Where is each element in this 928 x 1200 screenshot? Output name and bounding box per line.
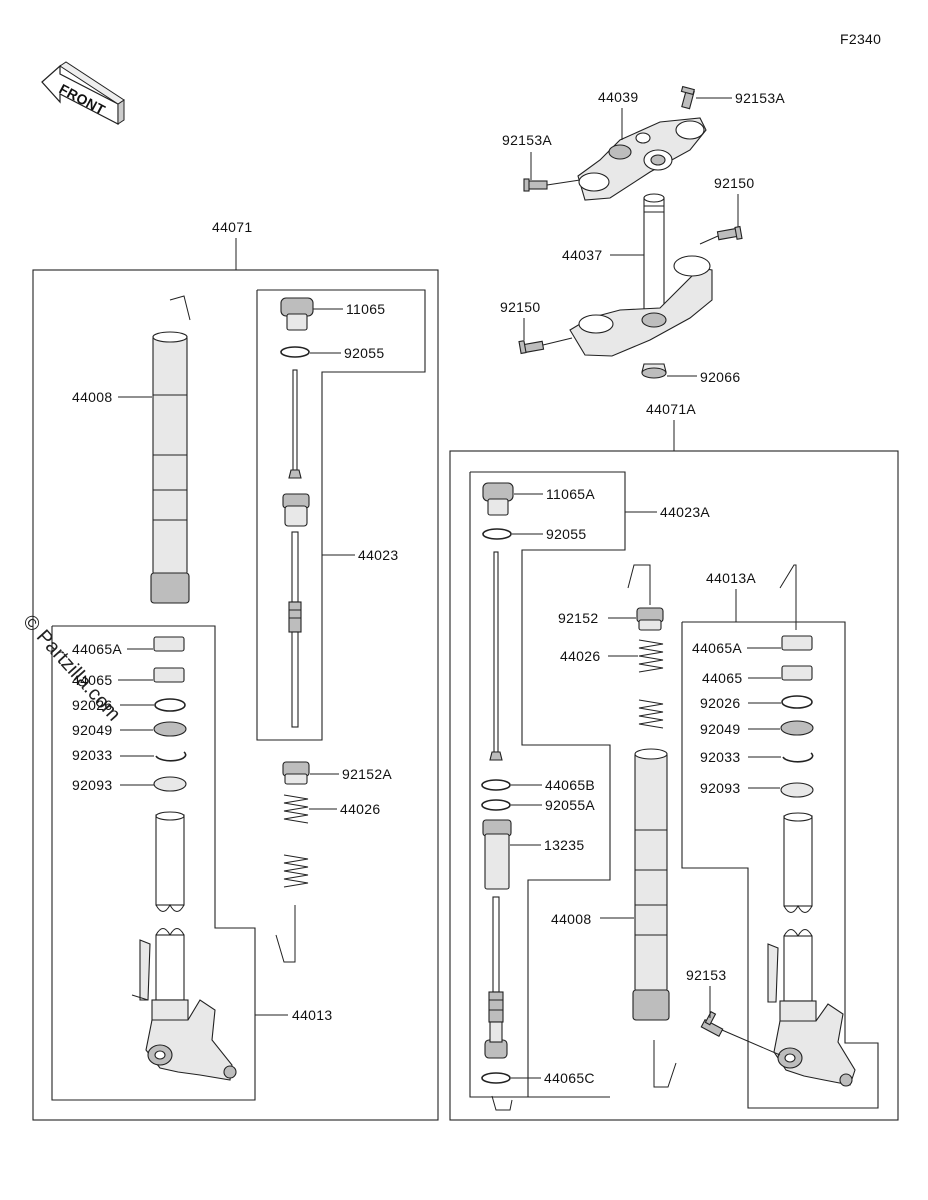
label-92026-left: 92026 — [72, 697, 112, 713]
outer-tube-left — [150, 295, 191, 604]
label-92152: 92152 — [558, 610, 598, 626]
label-92153: 92153 — [686, 967, 726, 983]
label-92026-right: 92026 — [700, 695, 740, 711]
bolt-92153 — [700, 1011, 724, 1037]
label-92093-left: 92093 — [72, 777, 112, 793]
label-44065A-left: 44065A — [72, 641, 122, 657]
clip-92033-left — [155, 751, 187, 762]
outer-tube-right — [632, 748, 670, 1021]
label-44023: 44023 — [358, 547, 398, 563]
leader-92153A-left-2 — [546, 179, 581, 186]
bolt-92150-right — [716, 225, 743, 241]
cartridge-rod-left — [282, 369, 310, 728]
label-44008-left: 44008 — [72, 389, 112, 405]
label-92150-left: 92150 — [500, 299, 540, 315]
label-92153A-left: 92153A — [502, 132, 552, 148]
break-mark-tube-right — [653, 1040, 677, 1088]
label-44026-right: 44026 — [560, 648, 600, 664]
bushing-44065A-right — [781, 635, 813, 651]
clip-92033-right — [782, 752, 814, 763]
bolt-92153A-left — [523, 178, 548, 192]
collar-92152A — [282, 761, 310, 785]
label-92033-left: 92033 — [72, 747, 112, 763]
cap-11065A — [482, 482, 514, 516]
break-mark-stack-right — [779, 564, 797, 630]
front-arrow-icon: FRONT — [41, 61, 125, 125]
inner-tube-left — [131, 811, 237, 1081]
dust-seal-92093-right — [780, 782, 814, 798]
label-44013: 44013 — [292, 1007, 332, 1023]
steering-stem-44037 — [643, 193, 665, 311]
spring-44026-left — [283, 794, 309, 888]
label-44065B: 44065B — [545, 777, 595, 793]
label-11065: 11065 — [346, 301, 385, 317]
box-44023A — [469, 471, 626, 1098]
oring-92055-right — [482, 528, 512, 540]
dust-seal-92093-left — [153, 776, 187, 792]
ring-44065C — [481, 1072, 511, 1084]
upper-triple-clamp-44039 — [577, 117, 707, 201]
bolt-92153A-top — [680, 85, 695, 110]
seal-92049-right — [780, 720, 814, 736]
leader-92153-2 — [721, 1029, 781, 1056]
bolt-92150-left — [518, 340, 545, 355]
label-44065A-right: 44065A — [692, 640, 742, 656]
cylinder-13235 — [482, 819, 512, 890]
label-44065-left: 44065 — [72, 672, 112, 688]
box-44071A — [449, 450, 899, 1121]
break-mark-cartridge-right — [491, 1095, 513, 1111]
label-92055A: 92055A — [545, 797, 595, 813]
inner-tube-right — [767, 812, 856, 1087]
label-44065C: 44065C — [544, 1070, 595, 1086]
lower-triple-clamp — [569, 255, 713, 357]
break-mark-spring-top — [627, 564, 651, 605]
label-92066: 92066 — [700, 369, 740, 385]
leader-92150-right-2 — [699, 235, 719, 245]
washer-92026-left — [154, 698, 186, 712]
bushing-44065-right — [781, 665, 813, 681]
label-44008-right: 44008 — [551, 911, 591, 927]
cartridge-rod-right — [489, 551, 503, 761]
label-13235: 13235 — [544, 837, 584, 853]
collar-92152 — [636, 607, 664, 631]
label-92049-right: 92049 — [700, 721, 740, 737]
box-44013 — [51, 625, 256, 1101]
cap-11065 — [280, 297, 314, 331]
cap-92066 — [641, 363, 667, 379]
oring-92055A — [481, 799, 511, 811]
label-44071: 44071 — [212, 219, 252, 235]
leader-92150-left-2 — [542, 337, 573, 346]
label-44065-right: 44065 — [702, 670, 742, 686]
label-44037: 44037 — [562, 247, 602, 263]
ring-44065B — [481, 779, 511, 791]
label-44071A: 44071A — [646, 401, 696, 417]
bushing-44065-left — [153, 667, 185, 683]
label-44023A: 44023A — [660, 504, 710, 520]
damper-rod-right — [484, 896, 508, 1059]
seal-92049-left — [153, 721, 187, 737]
label-92093-right: 92093 — [700, 780, 740, 796]
label-44013A: 44013A — [706, 570, 756, 586]
label-44026-left: 44026 — [340, 801, 380, 817]
label-92150-right: 92150 — [714, 175, 754, 191]
box-44071 — [32, 269, 439, 1121]
bushing-44065A-left — [153, 636, 185, 652]
label-92153A-top: 92153A — [735, 90, 785, 106]
label-44039: 44039 — [598, 89, 638, 105]
figure-id: F2340 — [840, 31, 881, 47]
label-92152A: 92152A — [342, 766, 392, 782]
break-mark-left — [275, 905, 296, 963]
oring-92055-left — [280, 346, 310, 358]
label-92049-left: 92049 — [72, 722, 112, 738]
spring-44026-right — [638, 639, 664, 729]
label-11065A: 11065A — [546, 486, 595, 502]
box-44013A — [681, 621, 879, 1109]
label-92055-right: 92055 — [546, 526, 586, 542]
box-44023 — [256, 289, 426, 741]
label-92033-right: 92033 — [700, 749, 740, 765]
washer-92026-right — [781, 695, 813, 709]
label-92055-left: 92055 — [344, 345, 384, 361]
